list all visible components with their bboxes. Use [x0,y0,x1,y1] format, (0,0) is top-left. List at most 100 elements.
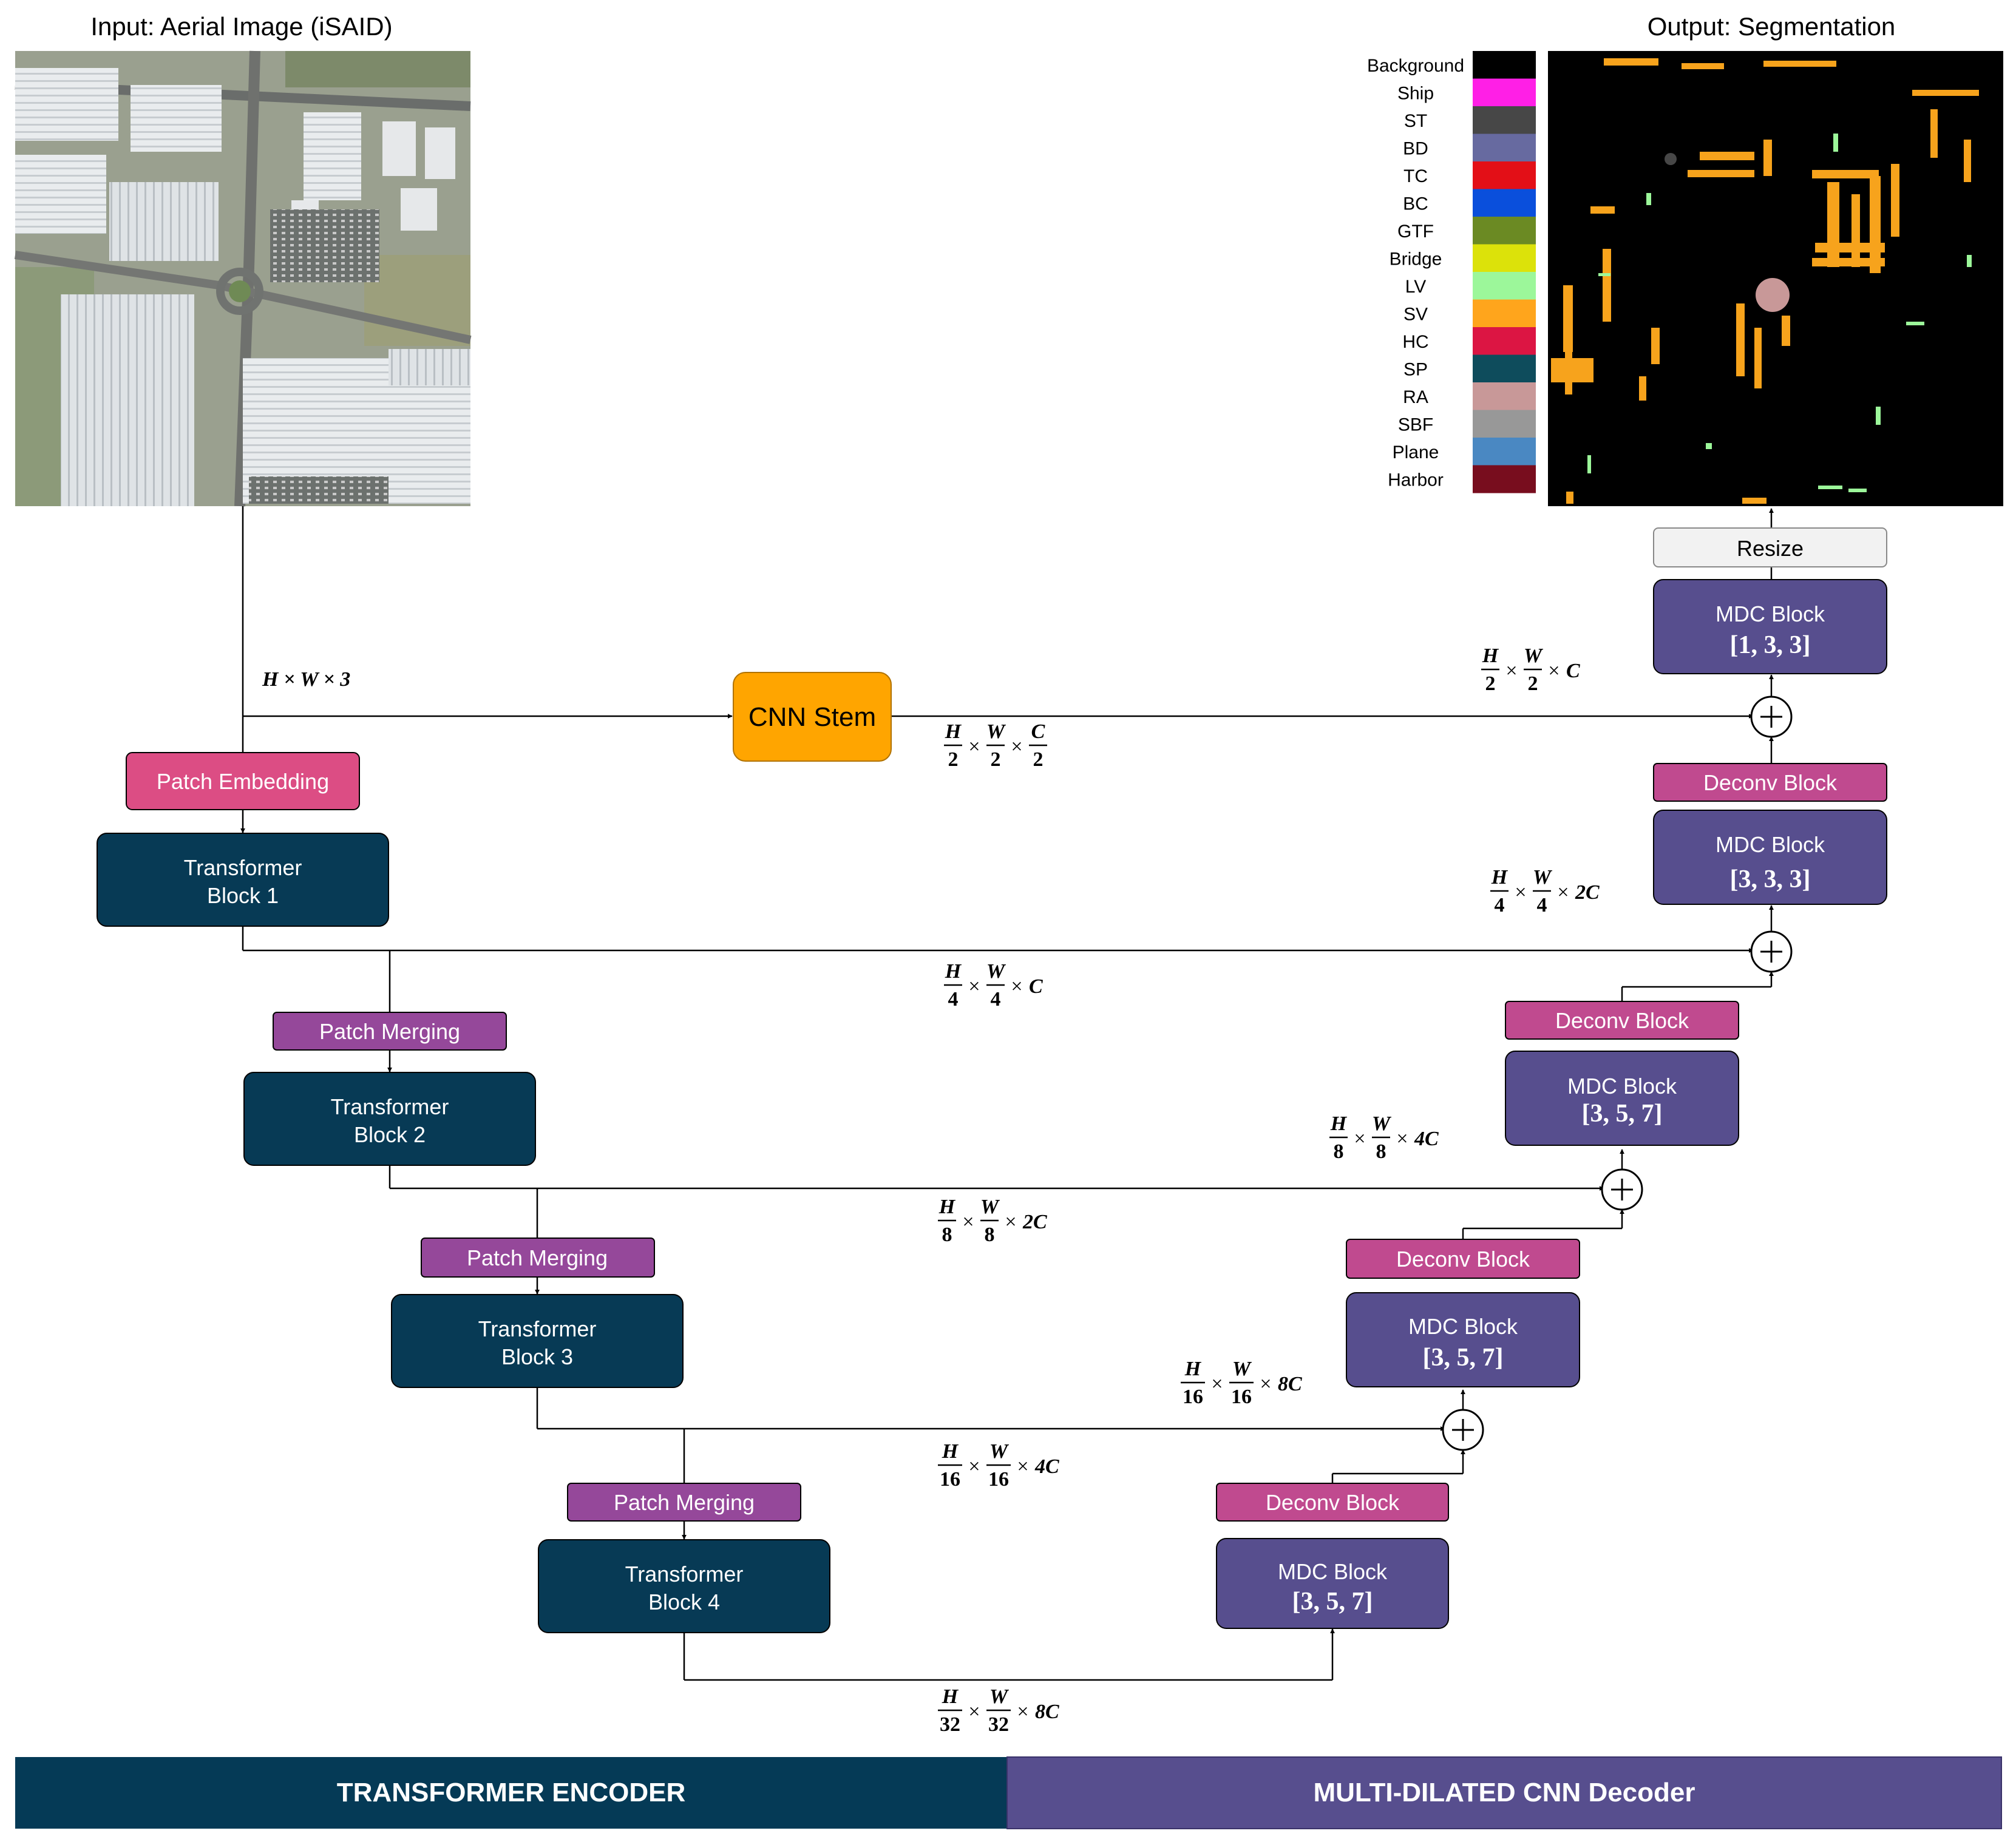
times-sign: × [1515,881,1526,904]
dim-denominator: 16 [1231,1386,1252,1408]
deconv-block-2: Deconv Block [1505,1001,1739,1040]
dim-label-d3: H4×W4×2C [1490,866,1600,916]
svg-text:MDC Block: MDC Block [1567,1074,1677,1099]
bottom-banner: TRANSFORMER ENCODER MULTI-DILATED CNN De… [15,1756,2002,1829]
legend-item: SV [1403,299,1536,328]
dim-denominator: 4 [948,988,959,1011]
legend-swatch [1473,272,1536,300]
dim-numerator: W [1372,1112,1392,1135]
legend-label: SP [1403,359,1428,379]
sum-nodes [1442,696,1793,1451]
legend-swatch [1473,438,1536,466]
dim-numerator: H [1491,866,1509,889]
times-sign: × [968,736,980,758]
legend-item: GTF [1397,217,1536,245]
svg-text:Patch Merging: Patch Merging [319,1019,460,1044]
dim-denominator: 2 [1485,672,1496,695]
decoder: Resize MDC Block [1, 3, 3] Deconv Block … [1216,527,1887,1629]
svg-text:Transformer: Transformer [625,1562,744,1586]
dim-numerator: W [1533,866,1553,889]
legend-item: RA [1403,382,1536,410]
dim-numerator: W [989,1685,1010,1708]
legend-label: SBF [1398,415,1433,435]
legend-label: RA [1403,387,1428,407]
svg-text:Patch Merging: Patch Merging [614,1490,755,1515]
svg-text:Patch Embedding: Patch Embedding [157,769,329,794]
times-sign: × [962,1211,974,1233]
dim-numerator: H [1482,645,1499,667]
patch-embedding-box: Patch Embedding [126,752,360,810]
legend-swatch [1473,189,1536,217]
dim-numerator: H [945,960,962,983]
dim-channels: 4C [1414,1128,1439,1150]
svg-text:MDC Block: MDC Block [1716,601,1825,626]
legend-label: HC [1402,332,1428,352]
svg-text:Deconv Block: Deconv Block [1266,1490,1400,1515]
dim-channels: 2C [1575,881,1600,904]
aerial-image [14,50,472,507]
dim-label-s2: H8×W8×2C [938,1196,1047,1246]
legend-label: Ship [1397,83,1434,103]
legend-swatch [1473,106,1536,134]
svg-text:[3, 5, 7]: [3, 5, 7] [1582,1100,1663,1128]
times-sign: × [1011,736,1022,758]
decoder-banner [1006,1756,2002,1829]
legend-item: BD [1403,134,1536,162]
legend-swatch [1473,244,1536,273]
small-vehicle-masks [1551,58,1979,504]
svg-text:Transformer: Transformer [184,855,302,880]
deconv-block-1: Deconv Block [1653,763,1887,802]
dim-denominator: 32 [988,1713,1009,1736]
dim-denominator: 16 [1183,1386,1203,1408]
svg-text:Block 4: Block 4 [648,1590,720,1614]
legend-label: TC [1403,166,1428,186]
dim-denominator: 4 [1537,894,1547,916]
transformer-block-3: Transformer Block 3 [391,1294,684,1388]
times-sign: × [1548,660,1560,682]
times-sign: × [968,1455,980,1478]
deconv-block-4: Deconv Block [1216,1483,1449,1522]
legend-label: Bridge [1390,249,1442,269]
legend-item: SP [1403,354,1536,383]
times-sign: × [1557,881,1569,904]
legend-item: ST [1404,106,1536,134]
dim-numerator: H [1330,1112,1348,1135]
output-title: Output: Segmentation [1648,12,1896,41]
decoder-banner-label: MULTI-DILATED CNN Decoder [1313,1778,1695,1807]
dimension-labels: H2×W2×C2H4×W4×CH8×W8×2CH16×W16×4CH32×W32… [938,645,1600,1736]
legend-swatch [1473,327,1536,355]
svg-text:[3, 5, 7]: [3, 5, 7] [1292,1588,1373,1616]
legend-label: BD [1403,138,1428,158]
dim-numerator: C [1031,720,1045,743]
legend-item: Harbor [1388,465,1536,493]
legend-swatch [1473,382,1536,410]
cnn-stem-box: CNN Stem [733,672,892,762]
sum-node-2 [1750,930,1793,973]
svg-text:Patch Merging: Patch Merging [467,1245,608,1270]
transformer-block-1: Transformer Block 1 [97,833,389,927]
dim-label-d4: H2×W2×C [1481,645,1580,695]
svg-text:MDC Block: MDC Block [1278,1559,1388,1584]
legend-item: Ship [1397,78,1536,107]
dim-channels: C [1566,660,1580,682]
legend-item: LV [1405,272,1536,300]
resize-box: Resize [1653,527,1887,567]
mdc-block-2: MDC Block [3, 3, 3] [1653,810,1887,905]
patch-merging-box-1: Patch Merging [273,1012,507,1051]
legend-swatch [1473,161,1536,189]
dim-label-d1: H16×W16×8C [1181,1358,1302,1408]
svg-text:Deconv Block: Deconv Block [1396,1247,1530,1271]
connectors [240,506,1774,1681]
dim-channels: 8C [1278,1373,1302,1395]
dim-denominator: 2 [948,748,959,771]
dim-numerator: W [989,1440,1010,1463]
times-sign: × [1354,1128,1365,1150]
svg-text:Block 1: Block 1 [207,883,279,908]
legend-label: Harbor [1388,470,1444,490]
dim-channels: C [1029,975,1043,998]
segmentation-output [1548,51,2003,506]
svg-text:Deconv Block: Deconv Block [1555,1008,1689,1033]
svg-text:Transformer: Transformer [331,1094,449,1119]
legend-item: HC [1402,327,1536,355]
